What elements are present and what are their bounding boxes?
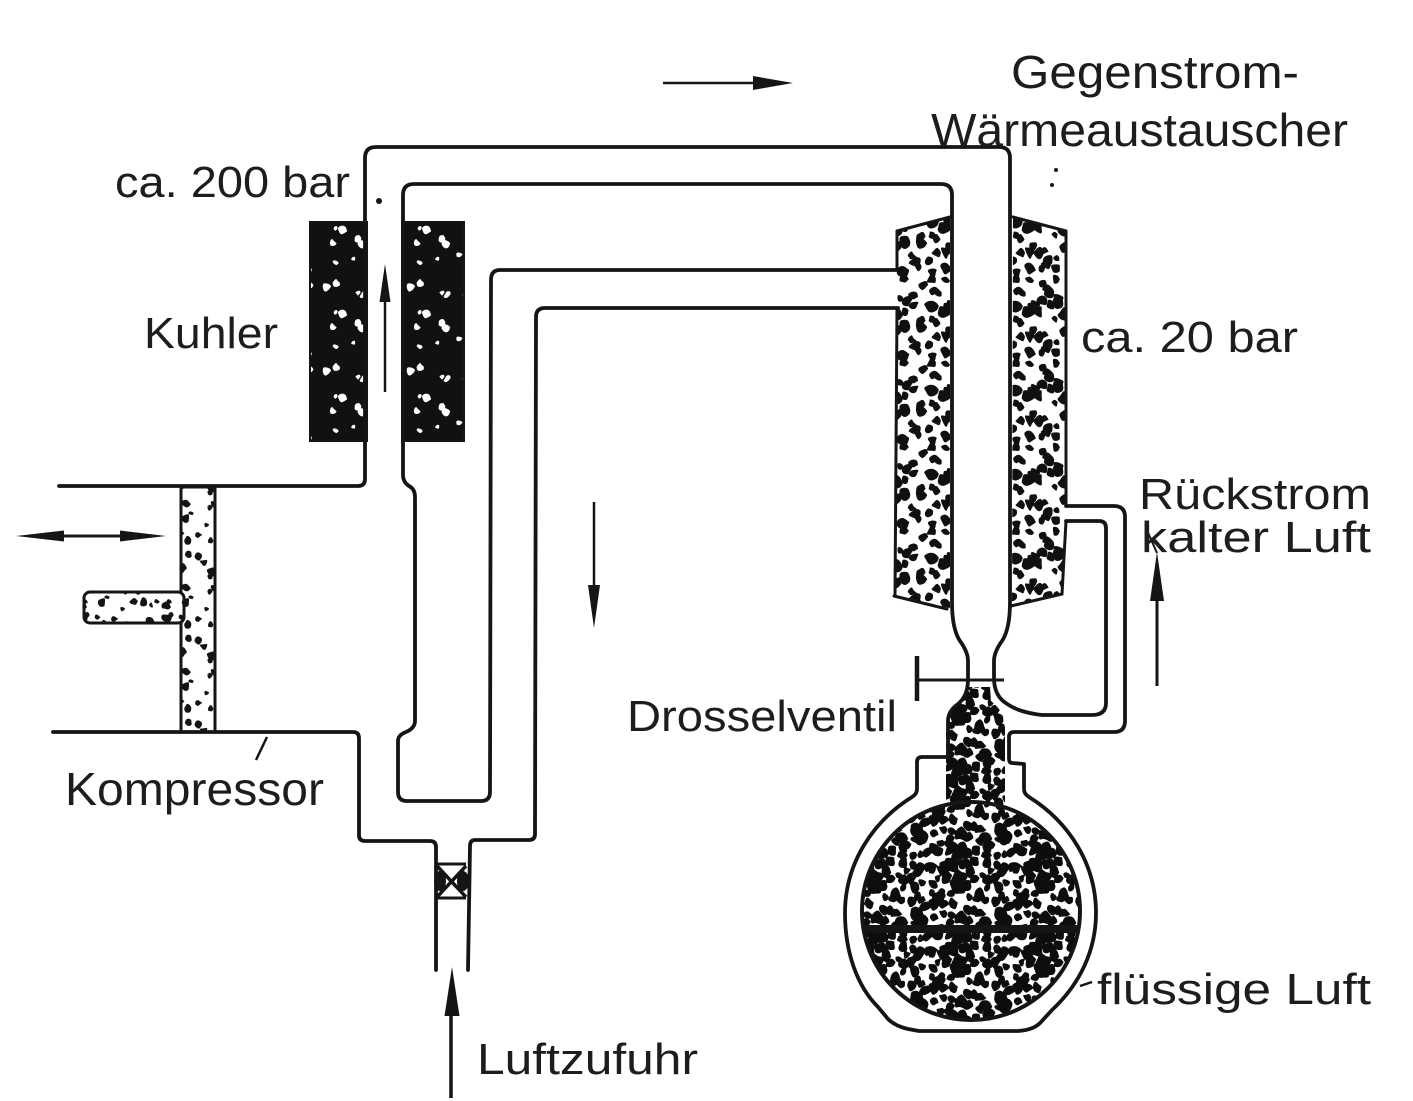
svg-text:Wärmeaustauscher: Wärmeaustauscher: [931, 104, 1348, 156]
svg-text:ca. 200 bar: ca. 200 bar: [115, 158, 350, 207]
svg-text:kalter Luft: kalter Luft: [1141, 513, 1371, 562]
svg-text:Drosselventil: Drosselventil: [627, 692, 897, 741]
svg-text:ca. 20 bar: ca. 20 bar: [1081, 313, 1298, 362]
svg-text:Kompressor: Kompressor: [65, 763, 324, 815]
svg-text:flüssige Luft: flüssige Luft: [1097, 965, 1371, 1014]
svg-text:Kuhler: Kuhler: [144, 309, 278, 358]
svg-text:Luftzufuhr: Luftzufuhr: [477, 1035, 698, 1084]
svg-text:Rückstrom: Rückstrom: [1139, 470, 1371, 519]
svg-text:Gegenstrom-: Gegenstrom-: [1011, 46, 1299, 98]
